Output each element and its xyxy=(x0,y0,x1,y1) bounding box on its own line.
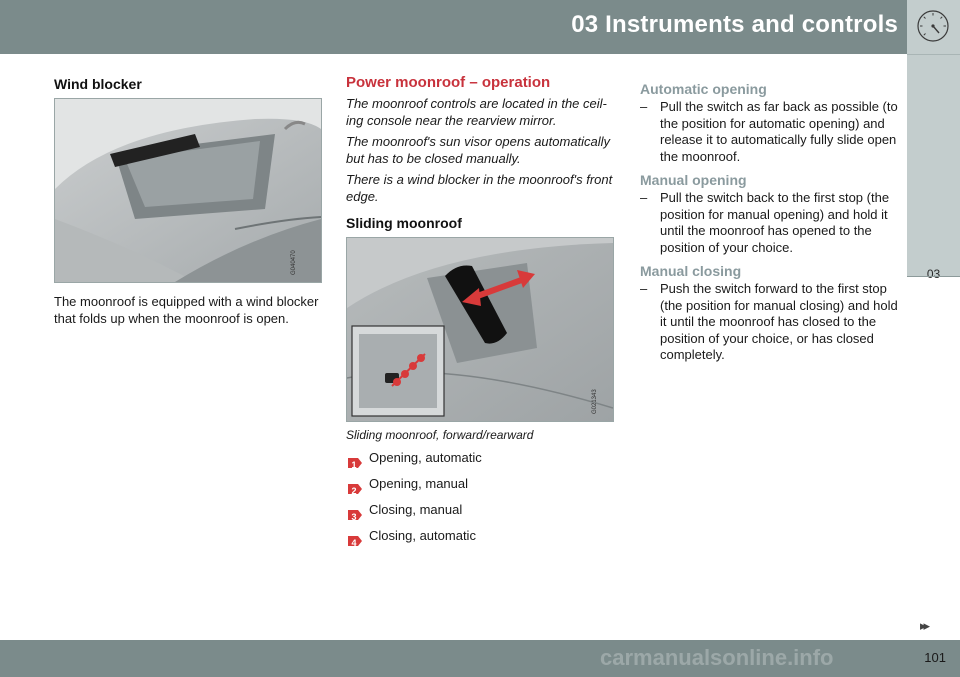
list-item: 2 Opening, manual xyxy=(346,476,616,502)
side-tab-divider xyxy=(907,276,960,277)
list-item-label: Opening, automatic xyxy=(369,450,482,465)
page-header: 03 Instruments and controls xyxy=(0,0,960,54)
column-instructions: Automatic opening – Pull the switch as f… xyxy=(640,79,904,364)
wind-blocker-heading: Wind blocker xyxy=(54,76,142,92)
sliding-moonroof-heading: Sliding moonroof xyxy=(346,215,462,231)
column-wind-blocker: Wind blocker G040470 The moonroof is equ… xyxy=(54,76,322,327)
manual-opening-heading: Manual opening xyxy=(640,172,747,188)
column-operation: Power moonroof – operation The moonroof … xyxy=(346,74,616,554)
operation-heading: Power moonroof – operation xyxy=(346,74,551,91)
wind-blocker-image: G040470 xyxy=(54,98,322,283)
wind-blocker-text: The moonroof is equipped with a wind blo… xyxy=(54,294,319,326)
manual-closing-step: – Push the switch forward to the first s… xyxy=(640,281,898,362)
automatic-opening-text: Pull the switch as far back as possible … xyxy=(660,99,898,164)
callout-number-icon: 2 xyxy=(348,482,362,496)
operation-paragraph-1: The moonroof controls are located in the… xyxy=(346,96,607,128)
watermark: carmanualsonline.info xyxy=(600,645,834,670)
moonroof-positions-list: 1 Opening, automatic 2 Opening, manual 3… xyxy=(346,450,616,554)
sliding-moonroof-image-code: G021343 xyxy=(592,389,598,414)
chapter-side-tab[interactable]: 03 xyxy=(907,54,960,281)
list-item: 3 Closing, manual xyxy=(346,502,616,528)
manual-opening-text: Pull the switch back to the first stop (… xyxy=(660,190,890,255)
chapter-title: 03 Instruments and controls xyxy=(571,11,898,38)
list-item: 4 Closing, automatic xyxy=(346,528,616,554)
sliding-moonroof-illustration xyxy=(347,238,613,421)
operation-paragraph-2: The moonroof's sun visor opens automatic… xyxy=(346,134,611,166)
page-number: 101 xyxy=(924,650,946,665)
callout-number-icon: 4 xyxy=(348,534,362,548)
chapter-icon-box xyxy=(907,0,960,54)
list-item: 1 Opening, automatic xyxy=(346,450,616,476)
wind-blocker-illustration xyxy=(55,99,321,282)
manual-closing-heading: Manual closing xyxy=(640,263,742,279)
gauge-icon xyxy=(917,10,949,42)
wind-blocker-image-code: G040470 xyxy=(291,250,297,275)
manual-closing-text: Push the switch forward to the first sto… xyxy=(660,281,898,362)
automatic-opening-heading: Automatic opening xyxy=(640,81,767,97)
chapter-tab-label: 03 xyxy=(926,267,941,281)
operation-paragraph-3: There is a wind blocker in the moonroof'… xyxy=(346,172,613,204)
list-item-label: Closing, automatic xyxy=(369,528,476,543)
list-item-label: Closing, manual xyxy=(369,502,463,517)
list-item-label: Opening, manual xyxy=(369,476,469,491)
page-footer: 101 xyxy=(0,640,960,677)
callout-number-icon: 3 xyxy=(348,508,362,522)
sliding-moonroof-caption: Sliding moonroof, forward/rearward xyxy=(346,428,534,442)
manual-opening-step: – Pull the switch back to the first stop… xyxy=(640,190,890,255)
double-chevron-right-icon[interactable]: ▸▸ xyxy=(920,618,930,633)
sliding-moonroof-image: G021343 xyxy=(346,237,614,422)
callout-number-icon: 1 xyxy=(348,456,362,470)
automatic-opening-step: – Pull the switch as far back as possibl… xyxy=(640,99,898,164)
